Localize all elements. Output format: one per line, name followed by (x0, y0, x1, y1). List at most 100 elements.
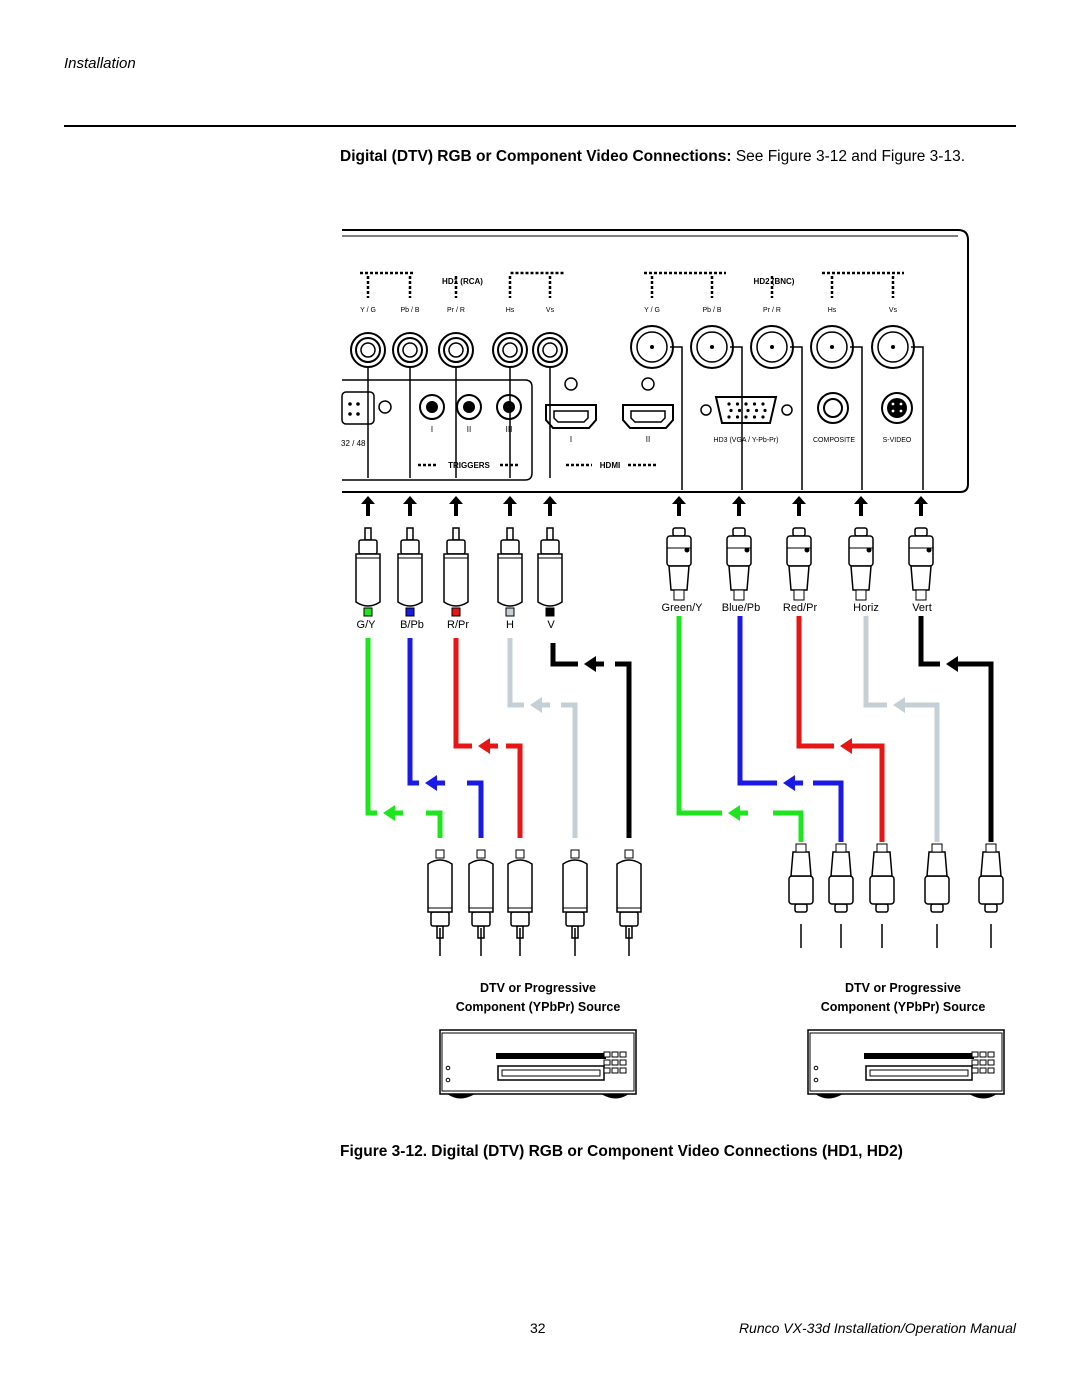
bnc-cable-label: Horiz (853, 602, 879, 614)
bnc-tip (834, 903, 848, 913)
player-button (603, 1067, 611, 1074)
bnc-cable-lower (963, 661, 994, 842)
bnc-pin (684, 547, 690, 553)
plug-collar (446, 539, 466, 555)
cut-off-label: 32 / 48 (341, 439, 366, 448)
bnc-plug-bottom (788, 843, 814, 913)
disc-slot (501, 1069, 601, 1077)
hd2-jack-line (670, 346, 683, 490)
hd2-port-label: Y / G (644, 307, 660, 314)
bnc-plug-bottom (869, 843, 895, 913)
bnc-pin (866, 547, 872, 553)
player-button (971, 1059, 979, 1066)
plug-collar (540, 539, 560, 555)
plug-color-band (451, 607, 461, 617)
composite-jack-ring (823, 398, 843, 418)
plug-collar (400, 539, 420, 555)
rca-cable-lower (561, 702, 578, 838)
plug-color-band (545, 607, 555, 617)
bnc-body (980, 851, 1002, 877)
bnc-cable-label: Blue/Pb (722, 602, 761, 614)
player-button (603, 1051, 611, 1058)
rca-cable-label: H (506, 619, 514, 631)
player-display (496, 1053, 606, 1059)
disc-tray (865, 1065, 973, 1081)
plug-body (427, 859, 453, 913)
bnc-pin (926, 547, 932, 553)
plug-collar (471, 911, 491, 927)
serial-pin (348, 402, 352, 406)
hd1-rca-ring-inner (542, 342, 558, 358)
hd2-bnc-pin (830, 345, 834, 349)
bnc-boot (985, 843, 997, 853)
plug-color-band (476, 849, 486, 859)
disc-tray (497, 1065, 605, 1081)
player-button (979, 1059, 987, 1066)
player-button (611, 1059, 619, 1066)
plug-color-band (624, 849, 634, 859)
bnc-tip (930, 903, 944, 913)
trigger-mark: III (506, 425, 513, 434)
bnc-body (850, 565, 872, 591)
player-led (445, 1065, 451, 1071)
player-case (807, 1029, 1005, 1095)
player-button (987, 1059, 995, 1066)
player-led (445, 1077, 451, 1083)
svideo-pin (891, 409, 895, 413)
player-case (439, 1029, 637, 1095)
bnc-collar (788, 875, 814, 905)
plug-collar (500, 539, 520, 555)
rca-plug-top (443, 527, 469, 617)
triggers-label: TRIGGERS (448, 461, 490, 470)
bnc-boot (931, 843, 943, 853)
rca-direction-arrow (478, 738, 490, 754)
bnc-body (910, 565, 932, 591)
bnc-cable-upper (676, 616, 722, 816)
rca-cable-lower (506, 743, 523, 838)
vga-pin (763, 408, 767, 413)
trigger-jack-hole (463, 401, 475, 413)
bnc-plug-bottom (978, 843, 1004, 913)
plug-body (397, 553, 423, 607)
hd2-bnc-pin (710, 345, 714, 349)
rca-plug-bottom (616, 849, 642, 939)
rca-plug-bottom (427, 849, 453, 939)
vga-pin (727, 415, 731, 419)
bnc-cable-upper (737, 616, 777, 786)
hd2-bnc-pin (650, 345, 654, 349)
bnc-cable-label: Red/Pr (783, 602, 818, 614)
bnc-cable-upper (918, 616, 940, 667)
rca-plug-bottom (507, 849, 533, 939)
hd2-bnc-pin (891, 345, 895, 349)
rca-cable-label: G/Y (357, 619, 377, 631)
hdmi-mark: I (570, 435, 572, 444)
bnc-cable-upper (863, 616, 887, 708)
bnc-boot (915, 589, 927, 601)
trigger-jack-hole (426, 401, 438, 413)
left-source-label-line1: DTV or Progressive (480, 981, 596, 995)
vga-pin (729, 408, 733, 413)
svideo-label: S-VIDEO (883, 437, 912, 444)
hdmi-mark: II (646, 435, 650, 444)
hd3-label: HD3 (VGA / Y-Pb-Pr) (714, 437, 779, 444)
trigger-mark: II (467, 425, 471, 434)
composite-jack (817, 392, 849, 424)
svideo-pin (899, 402, 903, 406)
composite-label: COMPOSITE (813, 437, 855, 444)
rca-arrow (503, 496, 517, 504)
player-button (971, 1067, 979, 1074)
bnc-arrow (914, 496, 928, 504)
figure-caption: Figure 3-12. Digital (DTV) RGB or Compon… (340, 1143, 903, 1160)
bnc-tip (672, 527, 686, 537)
bnc-direction-arrow (728, 805, 740, 821)
player-foot (815, 1093, 843, 1099)
rca-plug-top (497, 527, 523, 617)
hd1-port-label: Vs (546, 307, 555, 314)
header-rule (64, 125, 1016, 127)
hd2-jack-line (790, 346, 803, 490)
hd2-jack-line (730, 346, 743, 490)
section-header: Installation (64, 55, 136, 72)
hd1-rca-ring-inner (448, 342, 464, 358)
player-foot (969, 1093, 997, 1099)
hd2-bnc-pin (770, 345, 774, 349)
